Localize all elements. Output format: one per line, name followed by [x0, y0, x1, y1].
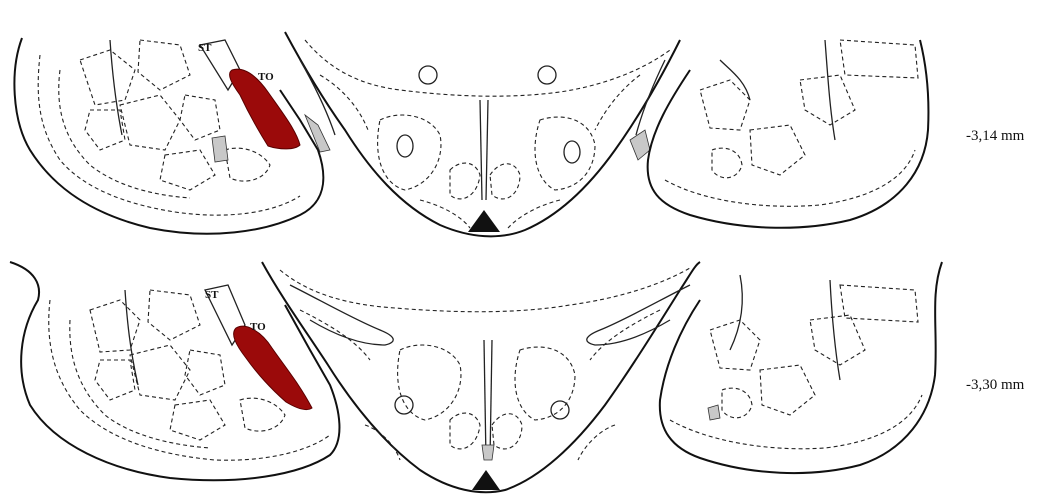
center-outline-top [285, 32, 680, 236]
label-st-top: ST [198, 42, 212, 54]
depth-label-top: -3,14 mm [966, 128, 1024, 145]
label-to-bottom: TO [250, 321, 266, 333]
label-st-bottom: ST [205, 289, 219, 301]
lesion-to-bottom [234, 326, 312, 409]
center-outline-bottom [262, 262, 700, 492]
right-hemisphere-outline-top [648, 40, 929, 228]
depth-label-bottom: -3,30 mm [966, 377, 1024, 394]
ventricle-top [468, 210, 500, 232]
left-hemisphere-outline-bottom [10, 262, 339, 480]
section-panel-top: ST TO [14, 32, 928, 236]
label-to-top: TO [258, 71, 274, 83]
gray-region-left-top [212, 136, 228, 162]
section-panel-bottom: ST TO [10, 262, 942, 492]
ventricle-bottom [472, 470, 500, 490]
